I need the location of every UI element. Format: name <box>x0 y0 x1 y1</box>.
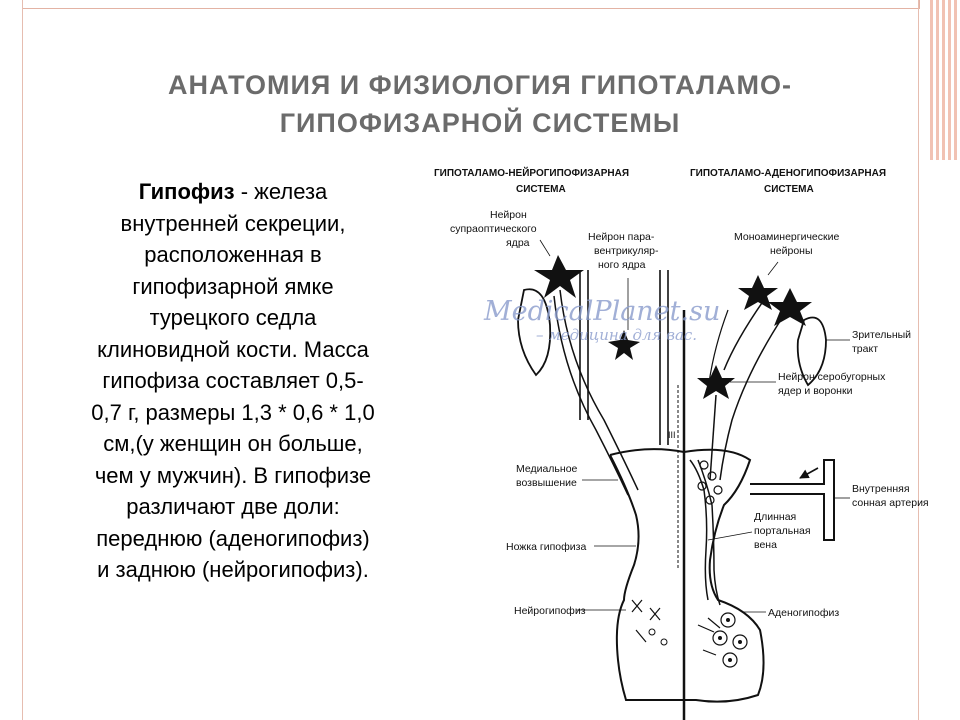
left-optic-oval <box>517 288 552 377</box>
capillary-loop <box>699 460 709 470</box>
body-line: и заднюю (нейрогипофиз). <box>97 557 369 582</box>
capillary-loop <box>705 495 715 505</box>
neurohypophysis-outline <box>609 454 684 701</box>
label-tuberal-neuron: Нейрон серобугорных ядер и воронки <box>778 371 888 397</box>
axon-curve <box>559 289 639 491</box>
endocrine-cell <box>712 630 728 646</box>
capillary-loop <box>713 485 723 495</box>
tuberal-neuron-icon <box>697 365 735 399</box>
header-left-line-2: СИСТЕМА <box>516 184 566 195</box>
secretion-arrows <box>697 617 721 656</box>
label-adenohypophysis: Аденогипофиз <box>768 607 839 619</box>
slide-frame-right <box>918 0 919 720</box>
endocrine-cell-nucleus <box>726 618 730 622</box>
paraventricular-neuron-icon <box>608 330 640 360</box>
axon-curve <box>709 394 717 481</box>
optic-tract-oval <box>796 316 827 387</box>
label-roman-three: III <box>668 430 676 440</box>
body-line: 0,7 г, размеры 1,3 * 0,6 * 1,0 <box>91 399 375 425</box>
endocrine-cell <box>722 652 738 668</box>
header-right-line-2: СИСТЕМА <box>764 184 814 195</box>
term-hypophysis: Гипофиз <box>138 179 235 204</box>
leader-line <box>539 239 551 257</box>
body-line: клиновидной кости. Масса <box>97 336 369 362</box>
body-line: расположенная в <box>144 242 322 267</box>
body-line: см,(у женщин он больше, <box>103 431 363 456</box>
endocrine-cell <box>720 612 736 628</box>
body-line: гипофиза составляет 0,5- <box>102 368 364 393</box>
endocrine-cell-nucleus <box>718 636 722 640</box>
axon-curve <box>719 314 785 481</box>
nerve-terminal-bulb <box>660 638 668 646</box>
leader-line <box>707 531 753 541</box>
body-paragraph: Гипофиз - железа внутренней секреции, ра… <box>28 176 438 586</box>
slide-frame-left <box>22 0 23 720</box>
body-line: чем у мужчин). В гипофизе <box>94 462 372 488</box>
axon-curve <box>723 299 765 371</box>
body-line: турецкого седла <box>149 305 317 330</box>
portal-vein-line <box>689 459 709 601</box>
axon-curve <box>553 295 629 496</box>
supraoptic-neuron-icon <box>534 255 584 298</box>
endocrine-cell-nucleus <box>728 658 732 662</box>
nerve-terminal-bulb <box>648 628 656 636</box>
monoaminergic-neuron-icon <box>738 275 778 310</box>
decorative-stripes <box>930 0 960 160</box>
slide-title: АНАТОМИЯ И ФИЗИОЛОГИЯ ГИПОТАЛАМО- ГИПОФИ… <box>40 66 920 142</box>
body-line: внутренней секреции, <box>120 210 346 236</box>
artery-arrow <box>799 467 819 479</box>
capillary-loop <box>697 481 707 491</box>
label-supraoptic-neuron: Нейрон супраоптического ядра <box>450 209 540 249</box>
label-monoaminergic-neurons: Моноаминергические нейроны <box>734 231 842 257</box>
hypothalamic-pituitary-diagram: ГИПОТАЛАМО-НЕЙРОГИПОФИЗАРНАЯ СИСТЕМА ГИП… <box>428 160 960 720</box>
title-line-2: ГИПОФИЗАРНОЙ СИСТЕМЫ <box>279 108 681 138</box>
adenohypophysis-outline <box>609 448 765 703</box>
internal-carotid-artery <box>750 459 835 541</box>
endocrine-cell <box>732 634 748 650</box>
body-line: различают две доли: <box>126 494 340 519</box>
label-median-eminence: Медиальное возвышение <box>516 463 580 489</box>
body-line: переднюю (аденогипофиз) <box>96 525 370 551</box>
label-portal-vein: Длинная портальная вена <box>754 511 814 551</box>
label-pituitary-stalk: Ножка гипофиза <box>506 541 586 553</box>
label-paraventricular-neuron: Нейрон пара- вентрикуляр- ного ядра <box>588 231 661 271</box>
monoaminergic-neuron-icon <box>768 288 812 326</box>
label-optic-tract: Зрительный тракт <box>852 329 914 355</box>
diagram-svg: ГИПОТАЛАМО-НЕЙРОГИПОФИЗАРНАЯ СИСТЕМА ГИП… <box>434 166 929 720</box>
label-internal-carotid: Внутренняя сонная артерия <box>852 483 929 509</box>
watermark-tagline: – медицина для вас. <box>536 326 697 344</box>
endocrine-cell-nucleus <box>738 640 742 644</box>
capillary-loop <box>707 471 717 481</box>
watermark-site: MedicalPlanet.su <box>483 296 720 327</box>
title-line-1: АНАТОМИЯ И ФИЗИОЛОГИЯ ГИПОТАЛАМО- <box>167 70 793 100</box>
header-left-line-1: ГИПОТАЛАМО-НЕЙРОГИПОФИЗАРНАЯ <box>434 166 629 179</box>
header-right-line-1: ГИПОТАЛАМО-АДЕНОГИПОФИЗАРНАЯ <box>690 168 886 179</box>
body-line-1-rest: - железа <box>234 179 328 204</box>
body-line-1: Гипофиз - железа <box>28 176 438 208</box>
slide-frame-top <box>22 0 920 9</box>
nerve-terminals <box>631 599 661 643</box>
axon-curve <box>707 309 729 391</box>
label-neurohypophysis: Нейрогипофиз <box>514 605 586 617</box>
body-line: гипофизарной ямке <box>132 273 334 299</box>
leader-line <box>767 261 779 276</box>
